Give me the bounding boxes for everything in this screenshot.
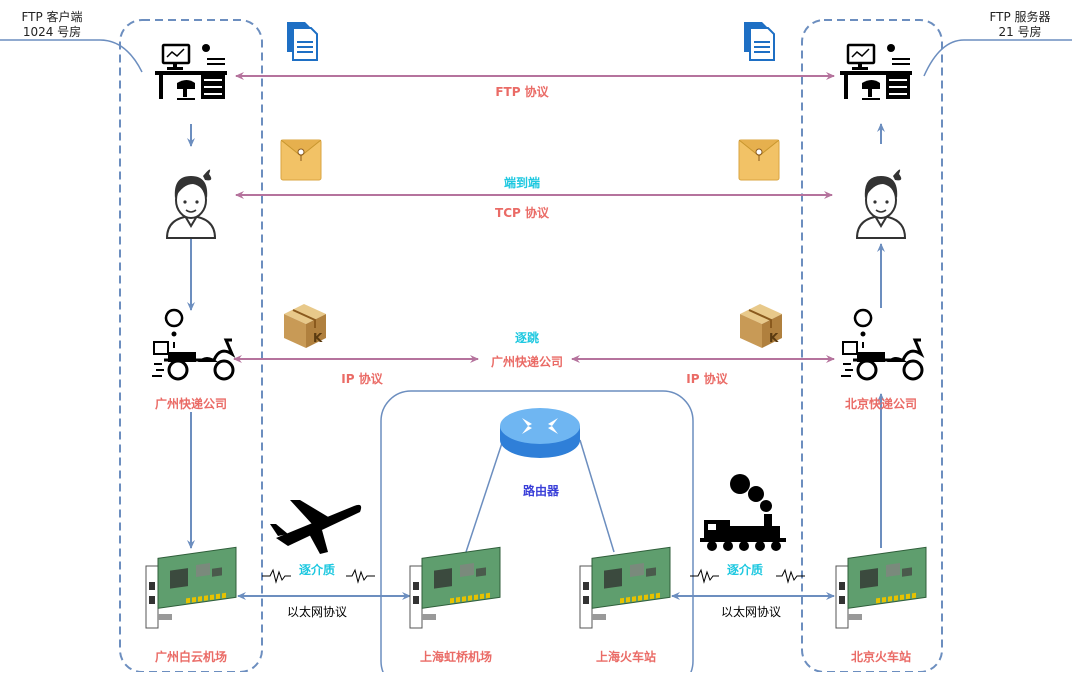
desk-workstation-icon xyxy=(838,42,914,101)
client-caption-line1: FTP 客户端 xyxy=(21,10,83,24)
gz-express-label: 广州快递公司 xyxy=(154,397,228,411)
gz-airport-label: 广州白云机场 xyxy=(154,650,228,664)
bj-station-label: 北京火车站 xyxy=(850,650,912,664)
ethernet-left-label: 以太网协议 xyxy=(286,605,348,619)
airplane-icon xyxy=(270,500,362,554)
envelope-icon xyxy=(738,139,780,181)
ip-right-label: IP 协议 xyxy=(686,372,728,386)
delivery-scooter-icon xyxy=(839,308,924,381)
router-icon xyxy=(500,408,580,458)
client-caption-connector xyxy=(0,39,143,73)
train-icon xyxy=(700,474,786,551)
delivery-scooter-icon xyxy=(150,308,235,381)
router-link xyxy=(465,439,504,553)
server-caption-line2: 21 号房 xyxy=(998,25,1042,39)
tcp-protocol-label: TCP 协议 xyxy=(495,206,549,220)
package-icon xyxy=(739,303,783,349)
hop-by-hop-label: 逐跳 xyxy=(514,331,540,345)
network-card-icon xyxy=(835,546,927,629)
router-label: 路由器 xyxy=(522,484,560,498)
ftp-protocol-label: FTP 协议 xyxy=(495,85,549,99)
sh-station-label: 上海火车站 xyxy=(595,650,657,664)
router-link xyxy=(579,439,615,553)
package-icon xyxy=(283,303,327,349)
network-card-icon xyxy=(145,546,237,629)
medium-wave-right xyxy=(690,568,805,584)
sh-airport-label: 上海虹桥机场 xyxy=(419,650,493,664)
person-icon xyxy=(856,168,906,239)
documents-icon xyxy=(286,21,318,61)
client-caption-line2: 1024 号房 xyxy=(22,25,82,39)
ethernet-right-label: 以太网协议 xyxy=(720,605,782,619)
person-icon xyxy=(166,168,216,239)
medium-right-label: 逐介质 xyxy=(726,563,764,577)
network-card-icon xyxy=(579,546,671,629)
ip-left-label: IP 协议 xyxy=(341,372,383,386)
gz-hub-label: 广州快递公司 xyxy=(490,355,564,369)
medium-left-label: 逐介质 xyxy=(298,563,336,577)
server-caption-line1: FTP 服务器 xyxy=(989,10,1051,24)
desk-workstation-icon xyxy=(153,42,229,101)
envelope-icon xyxy=(280,139,322,181)
medium-wave-left xyxy=(262,568,375,584)
end-to-end-label: 端到端 xyxy=(503,176,541,190)
server-caption-connector xyxy=(923,39,1072,77)
network-card-icon xyxy=(409,546,501,629)
bj-express-label: 北京快递公司 xyxy=(844,397,918,411)
shanghai-region xyxy=(380,390,694,676)
documents-icon xyxy=(743,21,775,61)
